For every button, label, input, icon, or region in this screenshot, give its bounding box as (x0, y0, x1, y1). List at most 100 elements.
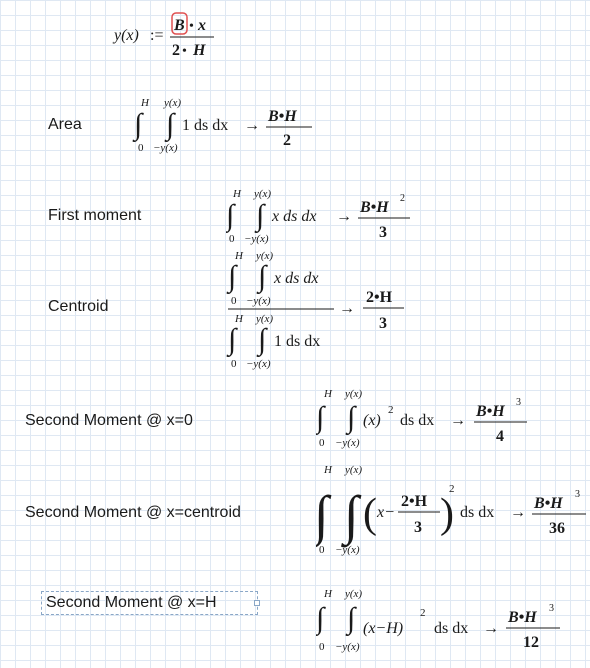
second-moment-x0-result-denominator: 4 (496, 428, 504, 445)
second-moment-x0-integrand-exp: 2 (388, 404, 394, 416)
second-moment-x0-result-exponent: 3 (516, 397, 521, 408)
centroid-num-outer-integral: ∫ (226, 260, 238, 295)
second-moment-xh-integrand-exp: 2 (420, 607, 426, 619)
area-result-numerator: B•H (267, 108, 297, 125)
second-moment-x0-result-numerator: B•H (475, 403, 505, 420)
area-equation[interactable]: H ∫ 0 y(x) ∫ −y(x) 1 ds dx → B•H 2 (132, 94, 322, 158)
area-label: Area (48, 116, 82, 133)
second-moment-xh-integrand-base: (x−H) (363, 620, 403, 637)
first-moment-equation[interactable]: H ∫ 0 y(x) ∫ −y(x) x ds dx → B•H 2 3 (226, 185, 426, 249)
second-moment-centroid-outer-upper: H (323, 464, 333, 476)
area-outer-integral: ∫ (132, 108, 144, 143)
second-moment-x0-label: Second Moment @ x=0 (25, 412, 193, 429)
centroid-num-integrand: x ds dx (273, 270, 318, 287)
second-moment-xh-inner-integral: ∫ (345, 602, 357, 637)
second-moment-centroid-frac-num: 2•H (401, 493, 428, 510)
first-moment-inner-upper: y(x) (253, 188, 271, 200)
second-moment-centroid-result-denominator: 36 (549, 520, 565, 537)
second-moment-centroid-right-paren: ) (440, 491, 454, 537)
second-moment-x0-inner-integral: ∫ (345, 401, 357, 436)
definition-den-dot: • (182, 44, 187, 59)
second-moment-xh-outer-integral: ∫ (316, 602, 326, 637)
first-moment-outer-lower: 0 (229, 233, 235, 245)
area-outer-upper: H (140, 97, 150, 109)
first-moment-outer-integral: ∫ (226, 199, 236, 234)
area-result-denominator: 2 (283, 132, 291, 149)
second-moment-x0-outer-lower: 0 (319, 437, 325, 449)
centroid-den-inner-integral: ∫ (256, 323, 268, 358)
definition-lhs: y(x) (112, 27, 139, 44)
second-moment-xh-inner-lower: −y(x) (335, 641, 360, 653)
second-moment-xh-result-numerator: B•H (507, 609, 537, 626)
edit-cursor-box[interactable] (171, 12, 188, 35)
second-moment-centroid-arrow: → (510, 504, 526, 521)
second-moment-x0-inner-lower: −y(x) (335, 437, 360, 449)
definition-assign: := (150, 27, 163, 44)
area-inner-lower: −y(x) (153, 142, 178, 154)
centroid-den-inner-upper: y(x) (255, 313, 273, 325)
second-moment-xh-result-exponent: 3 (549, 603, 554, 614)
second-moment-xh-label[interactable]: Second Moment @ x=H (41, 591, 260, 615)
definition-den-2: 2 (172, 42, 180, 59)
centroid-result-numerator: 2•H (366, 289, 393, 306)
resize-handle[interactable] (253, 600, 260, 606)
first-moment-label: First moment (48, 207, 142, 224)
centroid-num-outer-lower: 0 (231, 295, 237, 307)
centroid-label: Centroid (48, 298, 109, 315)
second-moment-xh-outer-upper: H (323, 588, 333, 600)
definition-num-b[interactable]: B (173, 17, 185, 34)
second-moment-x0-outer-upper: H (323, 388, 333, 400)
second-moment-centroid-outer-lower: 0 (319, 544, 325, 556)
second-moment-xh-equation[interactable]: H ∫ 0 y(x) ∫ −y(x) (x−H) 2 ds dx → B•H 3… (316, 584, 566, 656)
second-moment-centroid-inner-integral: ∫ (341, 485, 362, 548)
centroid-equation[interactable]: H ∫ 0 y(x) ∫ −y(x) x ds dx H ∫ 0 y(x) ∫ … (226, 248, 416, 372)
centroid-num-inner-upper: y(x) (255, 250, 273, 262)
definition-den-h: H (192, 42, 206, 59)
second-moment-centroid-result-exponent: 3 (575, 489, 580, 500)
first-moment-inner-integral: ∫ (254, 199, 266, 234)
first-moment-integrand: x ds dx (271, 208, 316, 225)
definition-equation[interactable]: y(x) := B • x 2 • H (110, 8, 230, 64)
area-inner-integral: ∫ (164, 108, 176, 143)
centroid-den-integrand: 1 ds dx (274, 333, 320, 350)
centroid-den-outer-lower: 0 (231, 358, 237, 370)
second-moment-xh-inner-upper: y(x) (344, 588, 362, 600)
centroid-num-outer-upper: H (234, 250, 244, 262)
first-moment-arrow: → (336, 208, 352, 225)
second-moment-x0-arrow: → (450, 412, 466, 429)
centroid-arrow: → (339, 300, 355, 317)
second-moment-centroid-frac-den: 3 (414, 519, 422, 536)
centroid-num-inner-lower: −y(x) (246, 295, 271, 307)
second-moment-centroid-equation[interactable]: H ∫ 0 y(x) ∫ −y(x) ( x− 2•H 3 ) 2 ds dx … (316, 459, 590, 561)
first-moment-result-exponent: 2 (400, 193, 405, 204)
second-moment-xh-integrand-tail: ds dx (434, 620, 468, 637)
second-moment-centroid-result-numerator: B•H (533, 495, 563, 512)
definition-num-x: x (197, 17, 206, 34)
second-moment-x0-equation[interactable]: H ∫ 0 y(x) ∫ −y(x) (x) 2 ds dx → B•H 3 4 (316, 385, 542, 453)
second-moment-centroid-integrand-exp: 2 (449, 483, 455, 495)
area-arrow: → (244, 117, 260, 134)
area-inner-upper: y(x) (163, 97, 181, 109)
area-integrand: 1 ds dx (182, 117, 228, 134)
centroid-den-outer-upper: H (234, 313, 244, 325)
second-moment-centroid-inner-x: x− (376, 504, 395, 521)
second-moment-xh-outer-lower: 0 (319, 641, 325, 653)
second-moment-centroid-label: Second Moment @ x=centroid (25, 504, 241, 521)
first-moment-inner-lower: −y(x) (244, 233, 269, 245)
second-moment-x0-inner-upper: y(x) (344, 388, 362, 400)
centroid-result-denominator: 3 (379, 315, 387, 332)
definition-num-dot: • (189, 19, 194, 34)
second-moment-centroid-outer-integral: ∫ (316, 485, 332, 548)
second-moment-x0-integrand-base: (x) (363, 412, 381, 429)
area-outer-lower: 0 (138, 142, 144, 154)
second-moment-xh-arrow: → (483, 620, 499, 637)
second-moment-centroid-left-paren: ( (363, 491, 377, 537)
second-moment-x0-outer-integral: ∫ (316, 401, 326, 436)
first-moment-result-denominator: 3 (379, 224, 387, 241)
second-moment-xh-result-denominator: 12 (523, 634, 539, 651)
first-moment-result-numerator: B•H (359, 199, 389, 216)
second-moment-xh-label-text: Second Moment @ x=H (46, 594, 217, 611)
second-moment-x0-integrand-tail: ds dx (400, 412, 434, 429)
second-moment-centroid-inner-upper: y(x) (344, 464, 362, 476)
centroid-den-outer-integral: ∫ (226, 323, 238, 358)
